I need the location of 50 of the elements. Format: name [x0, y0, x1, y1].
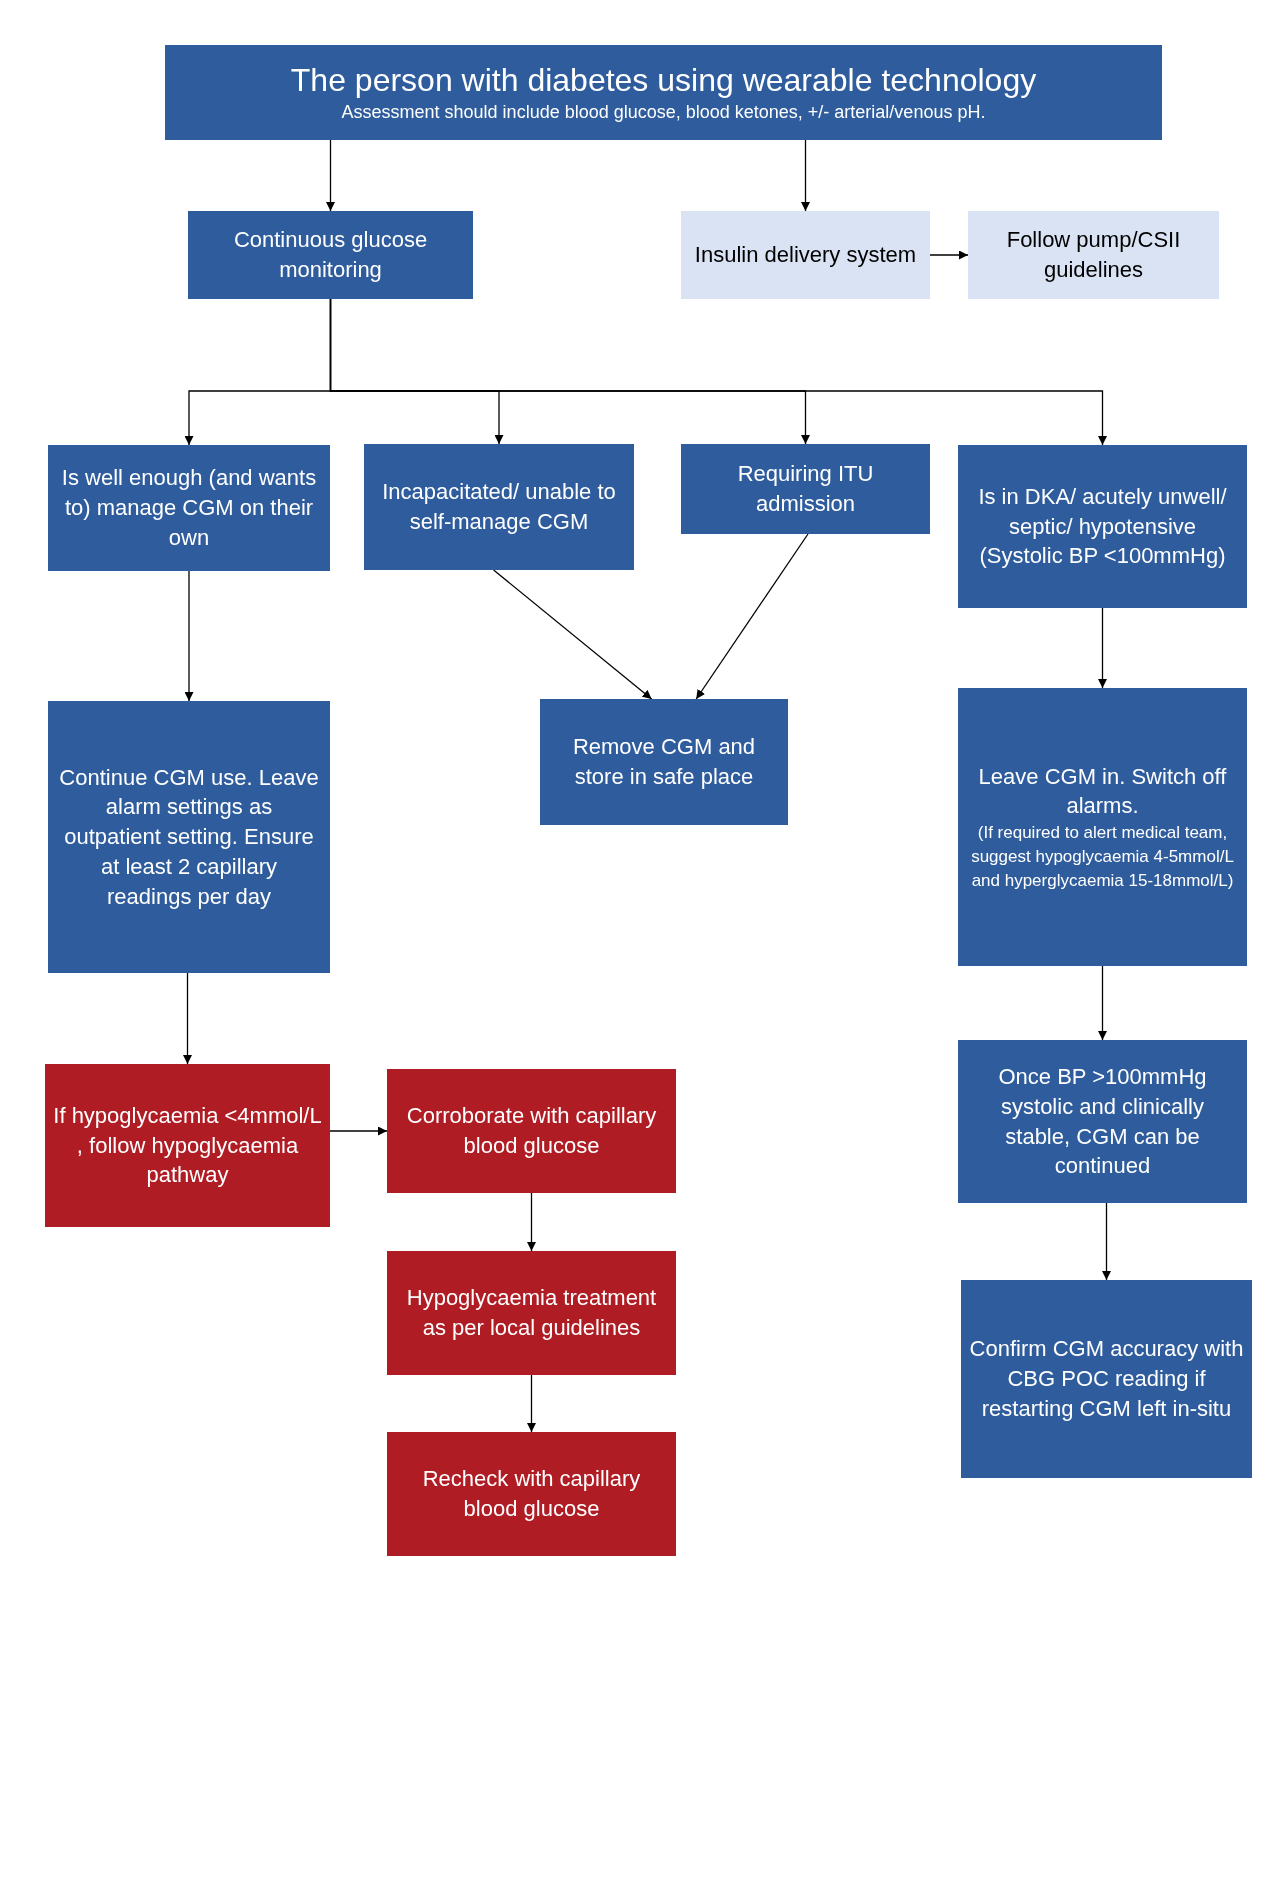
process-box	[968, 211, 1219, 299]
arrow	[329, 298, 1107, 446]
title: The person with diabetes using wearable technology	[290, 61, 1037, 101]
arrow	[929, 250, 969, 260]
arrow	[184, 570, 194, 702]
box-text: Hypoglycaemia treatment as per local guidelines	[405, 1284, 658, 1342]
arrow	[801, 139, 810, 212]
arrow	[1102, 1202, 1111, 1281]
title-box	[165, 45, 1162, 140]
box-text: Corroborate with capillary blood glucose	[405, 1102, 658, 1160]
process-box	[48, 701, 330, 973]
box-text: Confirm CGM accuracy with CBG POC reading if restarting CGM left in-situ	[969, 1335, 1244, 1423]
arrow	[1098, 607, 1107, 689]
process-box	[958, 1040, 1247, 1203]
arrow	[326, 139, 335, 212]
process-box	[681, 444, 930, 534]
process-box	[188, 211, 473, 299]
box-text: Is in DKA/ acutely unwell/ septic/ hypotensive (Systolic BP <100mmHg)	[977, 482, 1228, 571]
process-box	[958, 445, 1247, 608]
arrow	[695, 533, 809, 700]
process-box	[958, 688, 1247, 966]
process-box	[48, 445, 330, 571]
process-box	[961, 1280, 1252, 1478]
box-text: Incapacitated/ unable to self-manage CGM	[381, 478, 617, 536]
process-box	[387, 1251, 676, 1375]
arrow	[527, 1374, 536, 1433]
arrow	[527, 1192, 536, 1252]
box-text: Follow pump/CSII guidelines	[1005, 226, 1182, 284]
process-box	[45, 1064, 330, 1227]
process-box	[364, 444, 634, 570]
arrow	[492, 569, 653, 700]
arrow	[183, 972, 192, 1065]
box-text: Continue CGM use. Leave alarm settings as outpatient setting. Ensure at least 2 capillary readings per day	[58, 763, 320, 911]
box-text: If hypoglycaemia <4mmol/L , follow hypoglycaemia pathway	[53, 1101, 322, 1190]
box-text: Is well enough (and wants to) manage CGM on their own	[60, 464, 318, 552]
process-box	[540, 699, 788, 825]
box-text: Continuous glucose monitoring	[232, 226, 429, 284]
arrow	[1098, 965, 1107, 1041]
box-text: Requiring ITU admission	[736, 460, 875, 518]
subtitle: Assessment should include blood glucose, blood ketones, +/- arterial/venous pH.	[341, 101, 986, 125]
box-text: Remove CGM and store in safe place	[571, 733, 757, 791]
box-text: Insulin delivery system	[694, 241, 917, 270]
box-text: Once BP >100mmHg systolic and clinically stable, CGM can be continued	[997, 1063, 1208, 1181]
process-box	[387, 1069, 676, 1193]
box-text: Recheck with capillary blood glucose	[421, 1465, 642, 1523]
process-box	[681, 211, 930, 299]
arrow	[329, 1126, 388, 1136]
note-text: (If required to alert medical team, suggest hypoglycaemia 4-5mmol/L and hyperglycaemia 15-18mmol/L)	[970, 822, 1235, 892]
box-text: Leave CGM in. Switch off alarms.	[977, 762, 1228, 821]
process-box	[387, 1432, 676, 1556]
